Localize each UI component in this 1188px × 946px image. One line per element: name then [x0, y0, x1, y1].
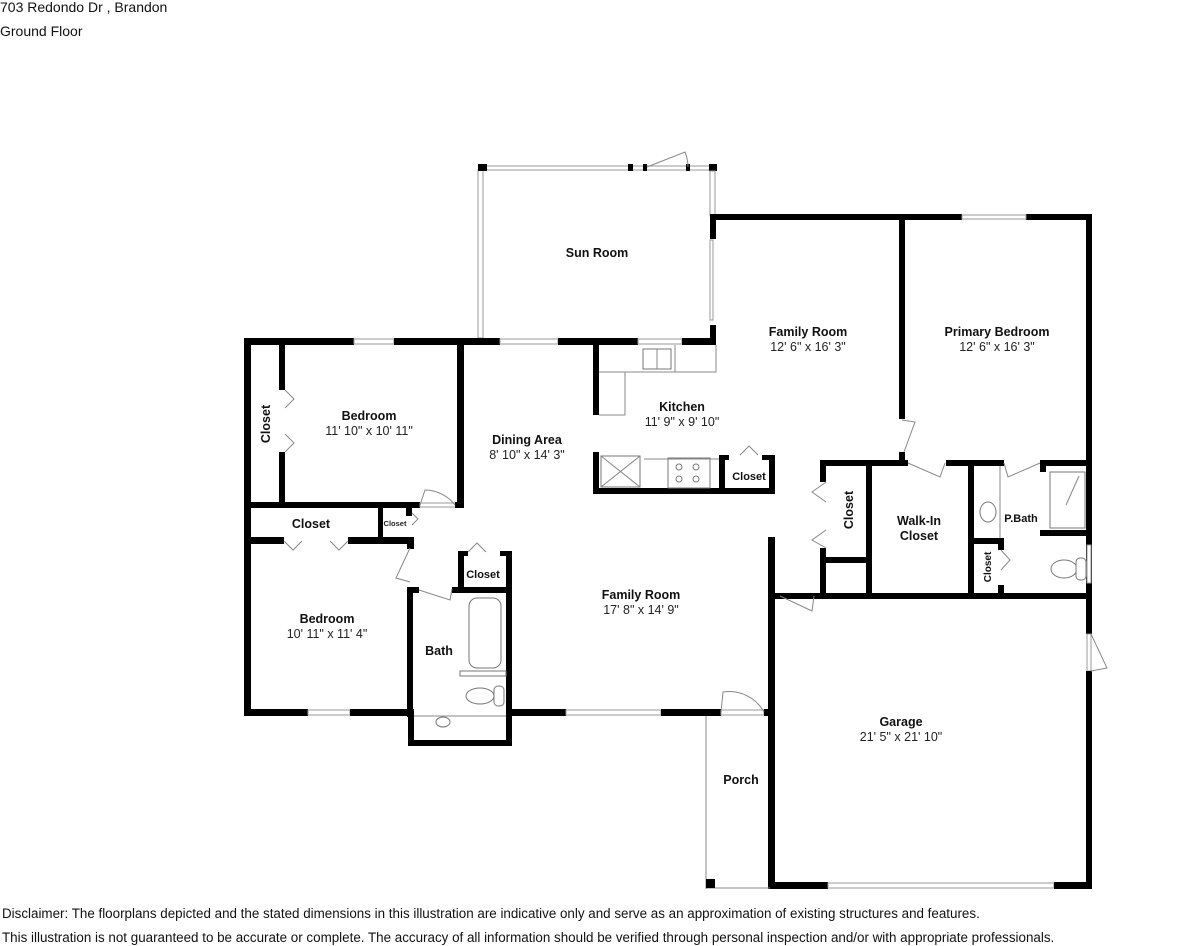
dining-area-dims: 8' 10" x 14' 3"	[489, 448, 565, 462]
family-room-lower-label: Family Room	[602, 588, 681, 602]
bathtub-icon	[468, 597, 502, 669]
disclaimer-line-2: This illustration is not guaranteed to b…	[2, 930, 1055, 945]
family-room-upper-label: Family Room	[769, 325, 848, 339]
dining-area-label: Dining Area	[492, 433, 563, 447]
bath-sink-icon	[435, 716, 451, 728]
garage-dims: 21' 5" x 21' 10"	[860, 730, 942, 744]
fixtures	[414, 348, 1087, 728]
closet-bath-label: Closet	[466, 569, 500, 581]
closet-hall-wide-label: Closet	[292, 517, 331, 531]
walk-in-closet-label-1: Walk-In	[897, 514, 941, 528]
primary-bedroom-dims: 12' 6" x 16' 3"	[959, 340, 1035, 354]
bedroom-1-dims: 11' 10" x 10' 11"	[325, 424, 413, 438]
bedroom-2-label: Bedroom	[300, 612, 355, 626]
toilet-icon	[465, 687, 495, 705]
sun-room-label: Sun Room	[566, 246, 629, 260]
primary-bedroom-label: Primary Bedroom	[945, 325, 1050, 339]
walk-in-closet-label-2: Closet	[900, 529, 939, 543]
kitchen-dims: 11' 9" x 9' 10"	[645, 415, 720, 429]
family-room-lower-dims: 17' 8" x 14' 9"	[603, 603, 679, 617]
doors	[283, 389, 1108, 713]
family-room-upper-dims: 12' 6" x 16' 3"	[770, 340, 846, 354]
exterior-walls	[244, 214, 1092, 889]
bath-label: Bath	[425, 644, 453, 658]
garage-label: Garage	[879, 715, 922, 729]
closet-pbath-label: Closet	[983, 551, 994, 582]
kitchen-label: Kitchen	[659, 400, 705, 414]
property-address: 703 Redondo Dr , Brandon	[0, 0, 168, 15]
interior-walls	[244, 214, 1092, 889]
closet-hall-small-label: Closet	[384, 519, 407, 528]
bedroom-2-dims: 10' 11" x 11' 4"	[287, 627, 368, 641]
p-bath-label: P.Bath	[1004, 513, 1038, 525]
floor-label: Ground Floor	[0, 23, 83, 39]
sun-room-walls	[477, 151, 717, 343]
pbath-toilet-icon	[1050, 559, 1078, 579]
closet-family-label: Closet	[842, 490, 856, 529]
disclaimer-line-1: Disclaimer: The floorplans depicted and …	[2, 906, 980, 921]
stove-icon	[667, 457, 711, 489]
shower-icon	[1049, 471, 1086, 529]
bedroom-1-label: Bedroom	[342, 409, 397, 423]
room-labels: Sun Room Family Room 12' 6" x 16' 3" Pri…	[259, 246, 1049, 787]
pbath-sink-icon	[979, 501, 997, 523]
porch-label: Porch	[723, 773, 758, 787]
closet-bedroom1-label: Closet	[259, 404, 273, 443]
closet-kitchen-label: Closet	[732, 471, 766, 483]
